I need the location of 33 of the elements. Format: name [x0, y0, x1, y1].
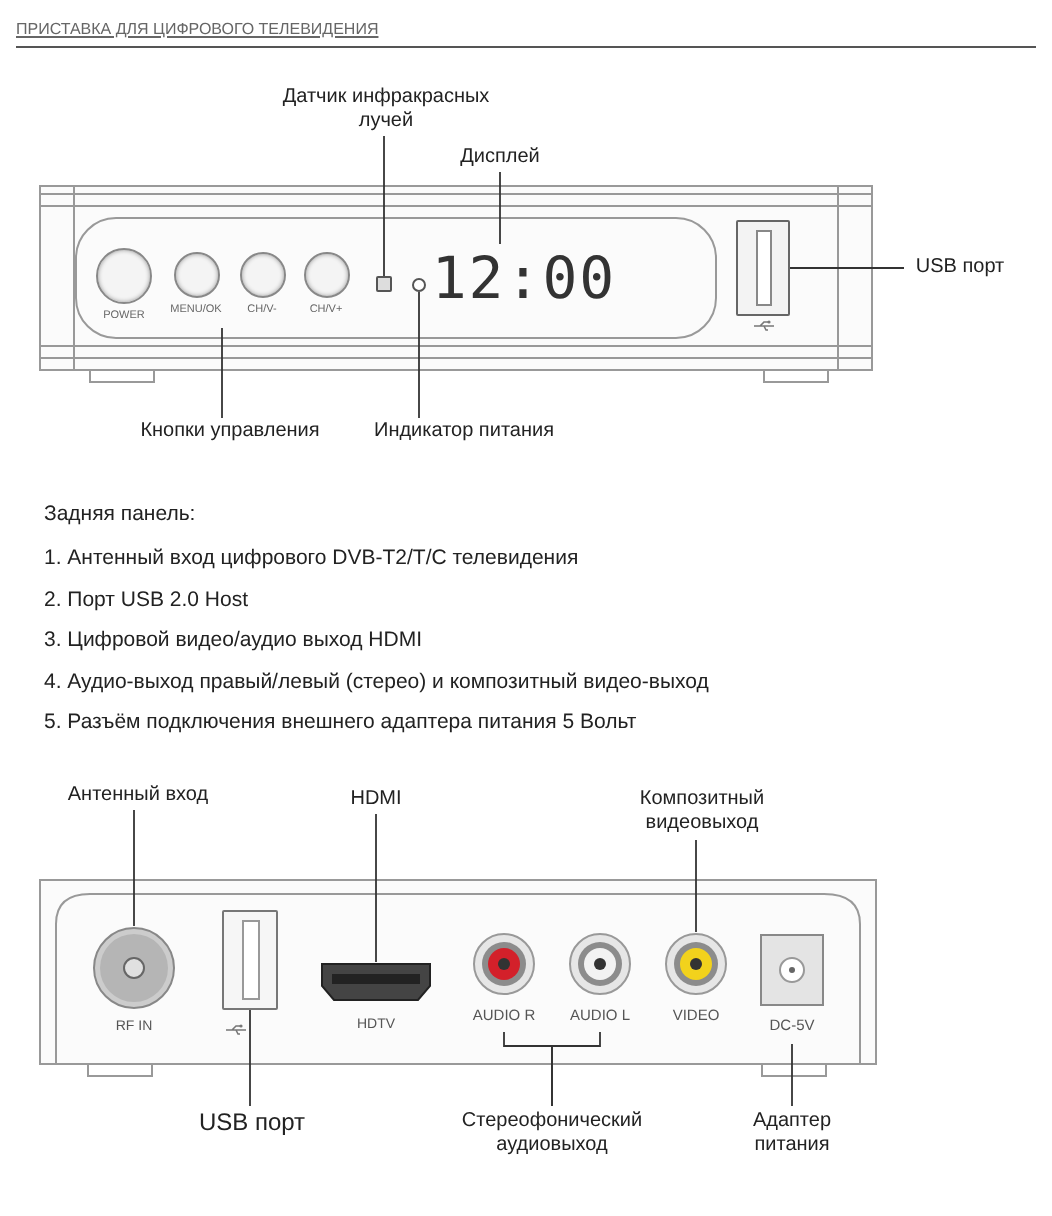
- callout-label: USB порт: [915, 255, 1005, 281]
- leader-line: [221, 327, 223, 419]
- display-digits: 12:00: [431, 249, 617, 307]
- ir-sensor-window: [376, 276, 392, 292]
- list-item: 1. Антенный вход цифрового DVB-T2/T/C телевидения: [44, 548, 579, 569]
- list-item: 4. Аудио-выход правый/левый (стерео) и композитный видео-выход: [44, 671, 709, 692]
- callout-label: Антенный вход: [67, 783, 209, 809]
- leader-line: [791, 1043, 793, 1107]
- list-item: 2. Порт USB 2.0 Host: [44, 589, 249, 610]
- leader-line: [375, 813, 377, 963]
- leader-line: [551, 1031, 601, 1107]
- section-heading: Задняя панель:: [44, 504, 196, 525]
- callout-label: Адаптер питания: [750, 1109, 834, 1159]
- callout-label: HDMI: [350, 787, 402, 813]
- usb-port: [222, 910, 278, 1010]
- callout-label: Датчик инфракрасных лучей: [280, 85, 492, 135]
- list-item: 3. Цифровой видео/аудио выход HDMI: [44, 630, 422, 651]
- leader-line: [789, 267, 905, 269]
- usb-port: [736, 220, 790, 316]
- leader-line: [418, 291, 420, 419]
- leader-line: [249, 1009, 251, 1107]
- callout-label: USB порт: [198, 1107, 306, 1137]
- callout-label: Дисплей: [460, 145, 540, 171]
- leader-line: [499, 171, 501, 245]
- page-title: ПРИСТАВКА ДЛЯ ЦИФРОВОГО ТЕЛЕВИДЕНИЯ: [16, 22, 379, 38]
- callout-label: Индикатор питания: [374, 419, 554, 445]
- callout-label: Кнопки управления: [140, 419, 320, 445]
- leader-line: [133, 809, 135, 927]
- callout-label: Композитный видеовыход: [637, 787, 767, 837]
- callout-label: Стереофонический аудиовыход: [459, 1109, 645, 1159]
- leader-line: [695, 839, 697, 933]
- list-item: 5. Разъём подключения внешнего адаптера питания 5 Вольт: [44, 712, 637, 733]
- leader-line: [383, 135, 385, 277]
